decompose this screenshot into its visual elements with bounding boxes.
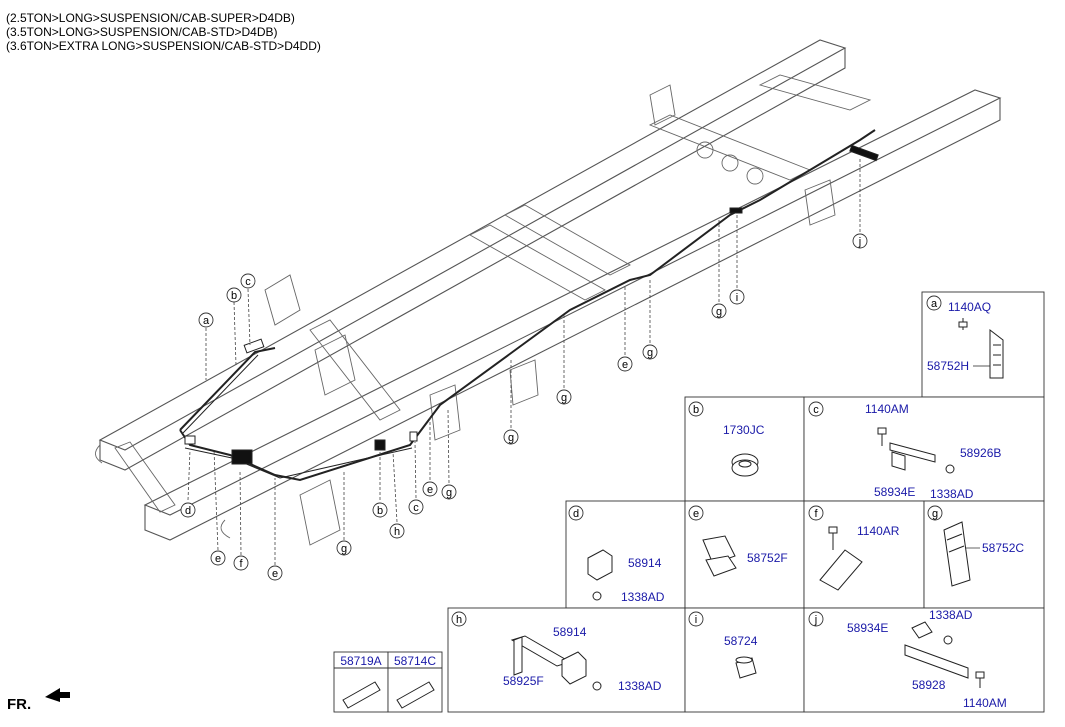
panel-c: c 1140AM 58926B 58934E 1338AD: [803, 396, 1045, 502]
svg-text:f: f: [814, 508, 818, 520]
panel-b: b 1730JC: [684, 396, 805, 502]
svg-text:d: d: [185, 505, 191, 517]
svg-text:i: i: [736, 292, 738, 304]
callout-g: g: [503, 429, 519, 445]
panel-h: h 58914 58925F 1338AD: [447, 607, 686, 713]
callout-b: b: [372, 502, 388, 518]
svg-text:h: h: [394, 526, 400, 538]
part-number: 1338AD: [930, 487, 974, 501]
header-line-1: (2.5TON>LONG>SUSPENSION/CAB-SUPER>D4DB): [6, 11, 295, 25]
svg-text:i: i: [695, 614, 697, 626]
callout-j: j: [852, 233, 868, 249]
svg-text:g: g: [647, 347, 653, 359]
part-number: 58752H: [927, 359, 969, 373]
part-number: 58925F: [503, 674, 544, 688]
part-number: 1140AM: [963, 696, 1007, 710]
callout-g: g: [711, 303, 727, 319]
svg-text:b: b: [693, 404, 699, 416]
part-number: 58914: [628, 556, 662, 570]
detail-panels: a 1140AQ 58752H b 1730JC c 1140AM 58926B…: [333, 291, 1045, 713]
extra-parts-table: 58719A 58714C: [333, 651, 443, 713]
panel-j: j 1338AD 58934E 58928 1140AM: [803, 607, 1045, 713]
header-line-2: (3.5TON>LONG>SUSPENSION/CAB-STD>D4DB): [6, 25, 278, 39]
panel-g: g 58752C: [923, 500, 1045, 609]
panel-e: e 58752F: [684, 500, 805, 609]
callout-e: e: [267, 565, 283, 581]
svg-text:c: c: [813, 404, 819, 416]
part-number: 58926B: [960, 446, 1001, 460]
callout-g: g: [336, 540, 352, 556]
part-number: 58934E: [874, 485, 915, 499]
svg-text:j: j: [858, 236, 861, 248]
svg-text:a: a: [931, 298, 938, 310]
part-number: 58752F: [747, 551, 788, 565]
svg-text:g: g: [341, 543, 347, 555]
svg-text:b: b: [231, 290, 237, 302]
callout-h: h: [389, 523, 405, 539]
part-number: 58934E: [847, 621, 888, 635]
part-number: 1338AD: [929, 608, 973, 622]
panel-d: d 58914 1338AD: [565, 500, 686, 609]
callout-g: g: [642, 344, 658, 360]
svg-text:g: g: [932, 508, 938, 520]
part-number: 1338AD: [618, 679, 662, 693]
svg-text:f: f: [239, 558, 243, 570]
brake-pipe-line: [179, 129, 879, 482]
part-number: 1140AM: [865, 402, 909, 416]
part-number: 1338AD: [621, 590, 665, 604]
svg-text:a: a: [203, 315, 210, 327]
part-number: 1730JC: [723, 423, 765, 437]
svg-text:g: g: [446, 487, 452, 499]
svg-text:e: e: [693, 508, 699, 520]
panel-f: f 1140AR: [803, 500, 925, 609]
part-number: 58714C: [394, 654, 436, 668]
callouts: a b c d e f e g b h c e g g g e g g i j: [180, 233, 868, 581]
callout-e: e: [617, 356, 633, 372]
callout-g: g: [556, 389, 572, 405]
callout-d: d: [180, 502, 196, 518]
part-number: 58724: [724, 634, 758, 648]
svg-text:g: g: [561, 392, 567, 404]
front-arrow-icon: [45, 688, 70, 702]
svg-text:b: b: [377, 505, 383, 517]
part-number: 1140AR: [857, 524, 900, 538]
part-number: 58914: [553, 625, 587, 639]
svg-text:h: h: [456, 614, 462, 626]
header-line-3: (3.6TON>EXTRA LONG>SUSPENSION/CAB-STD>D4…: [6, 39, 321, 53]
svg-text:g: g: [508, 432, 514, 444]
svg-text:d: d: [573, 508, 579, 520]
svg-text:g: g: [716, 306, 722, 318]
callout-c: c: [240, 273, 256, 289]
callout-a: a: [198, 312, 214, 328]
part-number: 58928: [912, 678, 946, 692]
front-direction-label: FR.: [7, 696, 32, 713]
callout-c: c: [408, 499, 424, 515]
callout-b: b: [226, 287, 242, 303]
svg-text:e: e: [272, 568, 278, 580]
callout-g: g: [441, 484, 457, 500]
panel-a: a 1140AQ 58752H: [921, 291, 1045, 398]
callout-e: e: [422, 481, 438, 497]
part-number: 58719A: [340, 654, 381, 668]
callout-i: i: [729, 289, 745, 305]
svg-text:e: e: [622, 359, 628, 371]
svg-text:c: c: [245, 276, 251, 288]
part-number: 1140AQ: [948, 300, 991, 314]
svg-text:j: j: [814, 614, 817, 626]
panel-i: i 58724: [684, 607, 805, 713]
svg-text:e: e: [427, 484, 433, 496]
part-number: 58752C: [982, 541, 1024, 555]
callout-f: f: [233, 555, 249, 571]
svg-text:e: e: [215, 553, 221, 565]
callout-leader-lines: [187, 158, 861, 565]
svg-text:c: c: [413, 502, 419, 514]
callout-e: e: [210, 550, 226, 566]
